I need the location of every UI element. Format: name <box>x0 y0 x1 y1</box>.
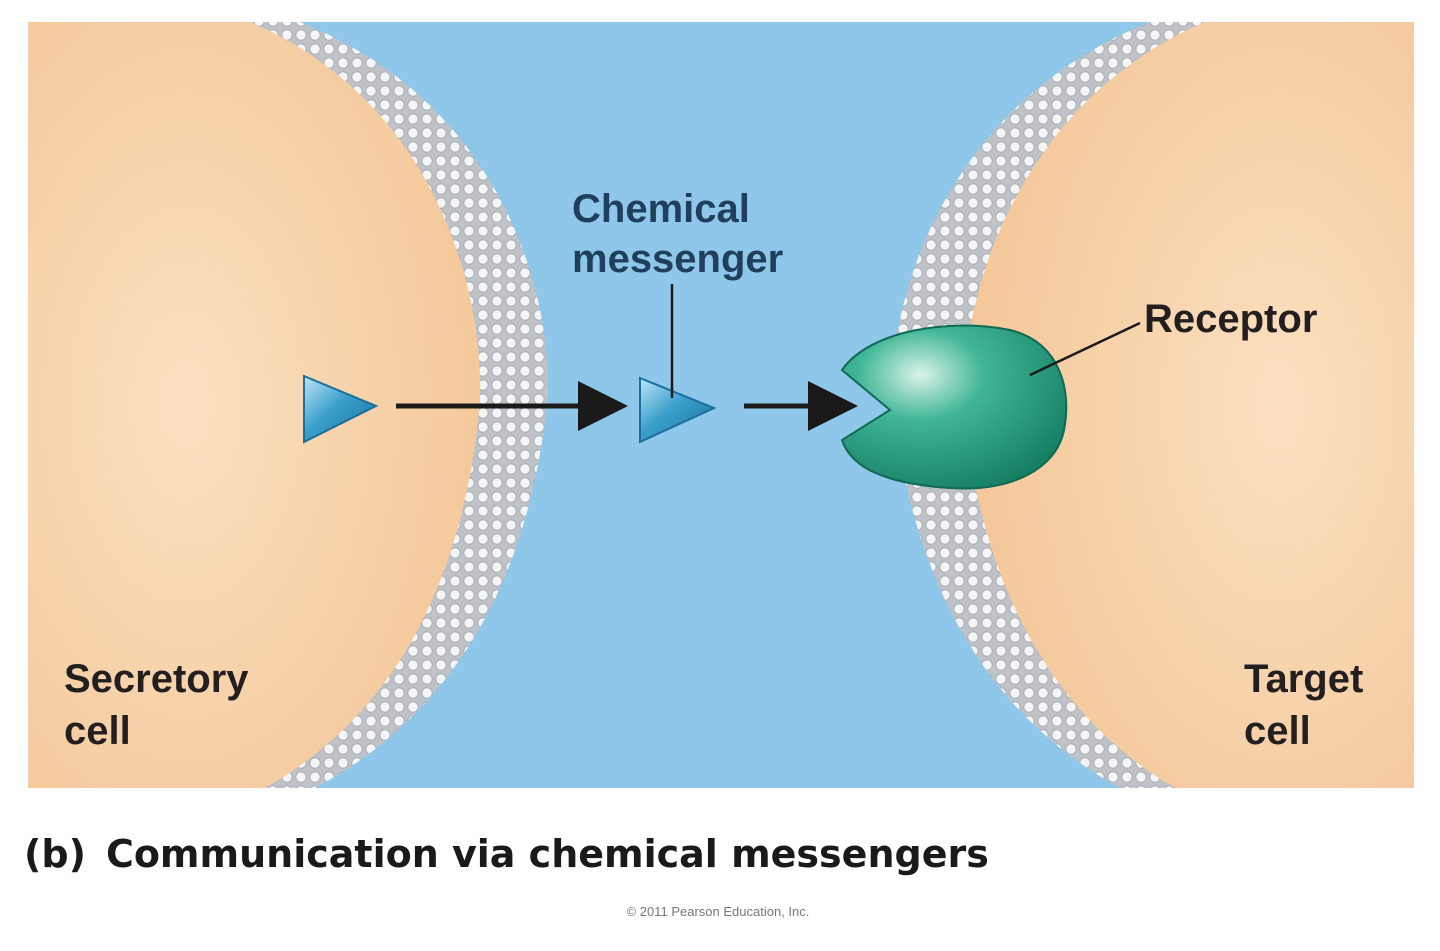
copyright-notice: © 2011 Pearson Education, Inc. <box>0 904 1440 919</box>
receptor-leader <box>1029 321 1141 377</box>
messenger-molecule-fluid <box>639 376 717 444</box>
secretory-cell-cytoplasm <box>28 22 481 788</box>
receptor-label: Receptor <box>1144 297 1317 341</box>
secretory-cell-label-line1: Secretory <box>64 657 249 701</box>
caption-text: Communication via chemical messengers <box>105 832 989 876</box>
target-cell-label-line2: cell <box>1244 709 1311 753</box>
chemical-messenger-label-line1: Chemical <box>572 187 750 231</box>
messenger-molecule-inside <box>303 374 379 444</box>
figure-caption: (b) Communication via chemical messengers <box>24 832 989 876</box>
caption-tag: (b) <box>24 832 86 876</box>
copyright-text: © 2011 Pearson Education, Inc. <box>626 904 810 919</box>
receptor-protein <box>840 324 1068 490</box>
target-cell-cytoplasm <box>963 22 1414 788</box>
chemical-messenger-label-line2: messenger <box>572 237 783 281</box>
secretory-cell-label-line2: cell <box>64 709 131 753</box>
target-cell-label-line1: Target <box>1244 657 1363 701</box>
